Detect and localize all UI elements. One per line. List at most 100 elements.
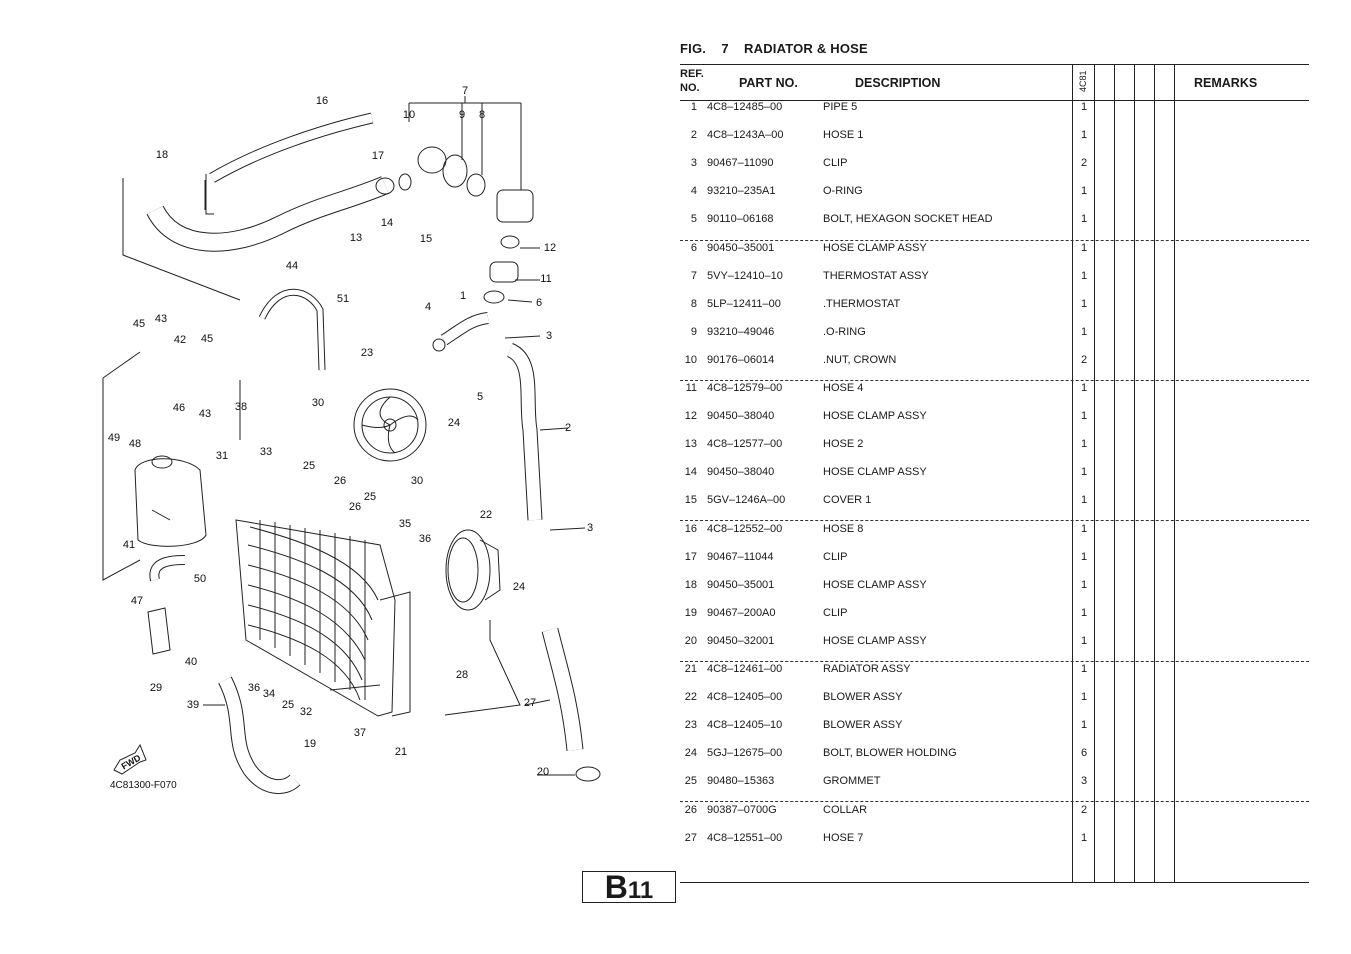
description-cell: THERMOSTAT ASSY xyxy=(823,270,929,282)
callout-label: 3 xyxy=(545,330,553,342)
ref-no-cell: 22 xyxy=(684,691,697,703)
description-cell: BOLT, HEXAGON SOCKET HEAD xyxy=(823,213,993,225)
callout-label: 45 xyxy=(132,318,146,330)
description-cell: HOSE CLAMP ASSY xyxy=(823,242,927,254)
ref-no-cell: 14 xyxy=(684,466,697,478)
ref-no-cell: 26 xyxy=(684,804,697,816)
quantity-cell: 2 xyxy=(1080,354,1088,366)
ref-no-cell: 19 xyxy=(684,607,697,619)
callout-label: 22 xyxy=(479,509,493,521)
callout-label: 19 xyxy=(303,738,317,750)
description-cell: BLOWER ASSY xyxy=(823,691,903,703)
callout-label: 16 xyxy=(315,95,329,107)
description-cell: CLIP xyxy=(823,157,848,169)
quantity-cell: 1 xyxy=(1080,298,1088,310)
ref-no-cell: 12 xyxy=(684,410,697,422)
ref-no-cell: 13 xyxy=(684,438,697,450)
callout-label: 39 xyxy=(186,699,200,711)
description-cell: .NUT, CROWN xyxy=(823,354,897,366)
part-no-cell: 4C8–12405–00 xyxy=(707,691,783,703)
callout-label: 32 xyxy=(299,706,313,718)
ref-no-cell: 25 xyxy=(684,775,697,787)
figure-number: 7 xyxy=(721,41,729,56)
description-cell: .THERMOSTAT xyxy=(823,298,901,310)
column-divider xyxy=(1094,64,1095,882)
quantity-cell: 6 xyxy=(1080,747,1088,759)
callout-label: 40 xyxy=(184,656,198,668)
table-top-rule xyxy=(680,64,1309,65)
exploded-parts-diagram: 7 16 10 9 8 18 17 13 14 15 12 11 44 6 4 … xyxy=(102,85,601,794)
quantity-cell: 1 xyxy=(1080,270,1088,282)
callout-label: 25 xyxy=(363,491,377,503)
ref-no-cell: 27 xyxy=(684,832,697,844)
callout-label: 15 xyxy=(419,233,433,245)
column-divider xyxy=(1114,64,1115,882)
page-number-tab: B 11 xyxy=(582,871,676,904)
quantity-cell: 1 xyxy=(1080,691,1088,703)
callout-label: 44 xyxy=(285,260,299,272)
description-cell: HOSE CLAMP ASSY xyxy=(823,466,927,478)
ref-no-cell: 15 xyxy=(684,494,697,506)
part-no-cell: 5GJ–12675–00 xyxy=(707,747,783,759)
callout-label: 43 xyxy=(154,313,168,325)
diagram-drawing xyxy=(102,96,601,794)
quantity-cell: 1 xyxy=(1080,832,1088,844)
description-cell: BOLT, BLOWER HOLDING xyxy=(823,747,957,759)
description-cell: HOSE 1 xyxy=(823,129,864,141)
part-no-cell: 4C8–12461–00 xyxy=(707,663,783,675)
description-cell: HOSE 8 xyxy=(823,523,864,535)
callout-label: 29 xyxy=(149,682,163,694)
callout-label: 27 xyxy=(523,697,537,709)
ref-no-cell: 18 xyxy=(684,579,697,591)
part-no-cell: 90450–38040 xyxy=(707,410,775,422)
quantity-cell: 1 xyxy=(1080,663,1088,675)
group-separator xyxy=(680,380,1309,381)
part-no-cell: 4C8–12552–00 xyxy=(707,523,783,535)
ref-no-cell: 20 xyxy=(684,635,697,647)
part-no-cell: 5GV–1246A–00 xyxy=(707,494,786,506)
callout-label: 42 xyxy=(173,334,187,346)
callout-label: 36 xyxy=(247,682,261,694)
header-description: DESCRIPTION xyxy=(855,76,941,90)
quantity-cell: 1 xyxy=(1080,326,1088,338)
callout-label: 21 xyxy=(394,746,408,758)
quantity-cell: 1 xyxy=(1080,466,1088,478)
column-divider xyxy=(1174,64,1175,882)
part-no-cell: 90450–32001 xyxy=(707,635,775,647)
description-cell: HOSE CLAMP ASSY xyxy=(823,579,927,591)
quantity-cell: 1 xyxy=(1080,494,1088,506)
diagram-code: 4C81300-F070 xyxy=(110,780,177,791)
description-cell: BLOWER ASSY xyxy=(823,719,903,731)
part-no-cell: 5LP–12411–00 xyxy=(707,298,781,310)
figure-name: RADIATOR & HOSE xyxy=(744,41,868,56)
callout-label: 28 xyxy=(455,669,469,681)
callout-label: 35 xyxy=(398,518,412,530)
group-separator xyxy=(680,661,1309,662)
ref-no-cell: 16 xyxy=(684,523,697,535)
ref-no-cell: 21 xyxy=(684,663,697,675)
description-cell: HOSE CLAMP ASSY xyxy=(823,410,927,422)
callout-label: 26 xyxy=(348,501,362,513)
part-no-cell: 4C8–12485–00 xyxy=(707,101,783,113)
quantity-cell: 1 xyxy=(1080,551,1088,563)
description-cell: GROMMET xyxy=(823,775,881,787)
callout-label: 26 xyxy=(333,475,347,487)
callout-label: 7 xyxy=(461,85,469,97)
description-cell: O-RING xyxy=(823,185,863,197)
quantity-cell: 1 xyxy=(1080,129,1088,141)
ref-no-cell: 10 xyxy=(684,354,697,366)
column-divider xyxy=(1134,64,1135,882)
callout-label: 11 xyxy=(540,273,552,285)
callout-label: 20 xyxy=(536,766,550,778)
callout-label: 18 xyxy=(155,149,169,161)
